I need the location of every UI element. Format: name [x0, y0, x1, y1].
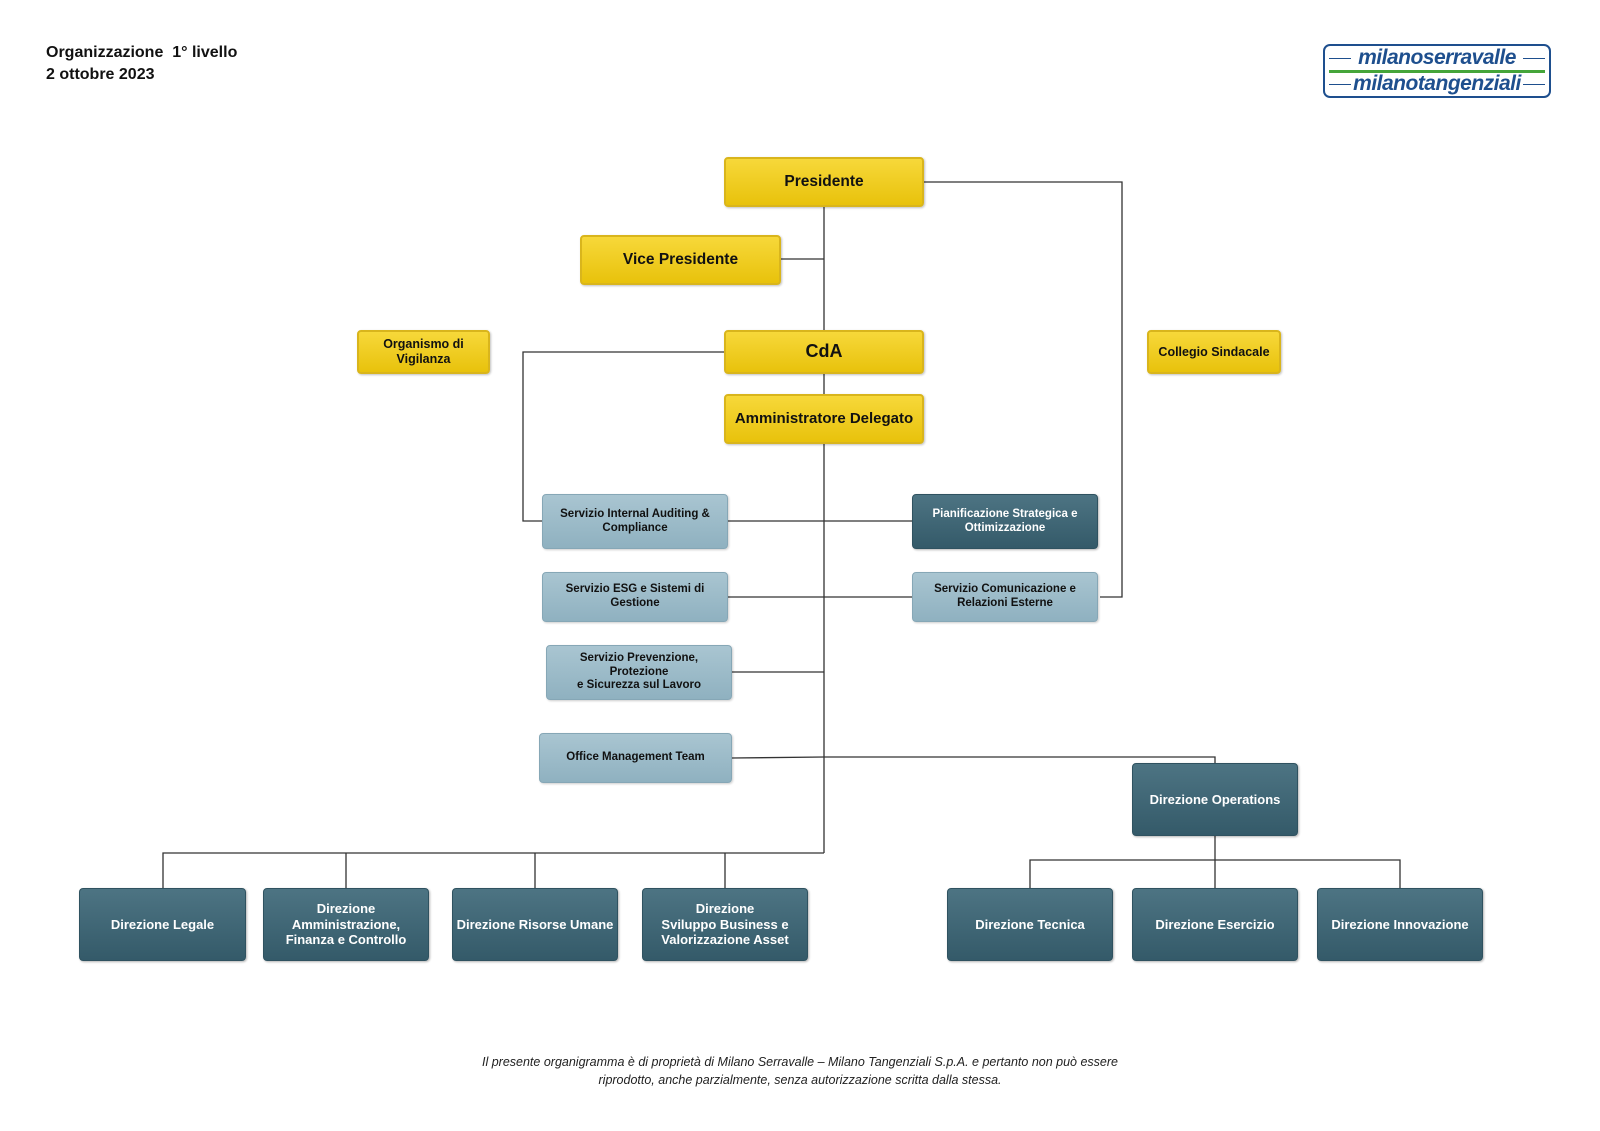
node-direzione-legale[interactable]: Direzione Legale — [79, 888, 246, 961]
node-organismo-vigilanza[interactable]: Organismo di Vigilanza — [357, 330, 490, 374]
logo-rule — [1329, 58, 1351, 59]
node-prevenzione-line-1: Servizio Prevenzione, Protezione — [579, 651, 699, 678]
node-servizio-prevenzione[interactable]: Servizio Prevenzione, Protezione e Sicur… — [546, 645, 732, 700]
logo-rule — [1523, 58, 1545, 59]
logo-rule — [1523, 84, 1545, 85]
node-internal-auditing[interactable]: Servizio Internal Auditing & Compliance — [542, 494, 728, 549]
node-direzione-tecnica-label: Direzione Tecnica — [975, 916, 1085, 932]
copyright-line-1: Il presente organigramma è di proprietà … — [481, 1055, 1119, 1069]
node-direzione-tecnica[interactable]: Direzione Tecnica — [947, 888, 1113, 961]
node-direzione-esercizio-label: Direzione Esercizio — [1155, 916, 1275, 932]
node-servizio-comunicazione[interactable]: Servizio Comunicazione e Relazioni Ester… — [912, 572, 1098, 622]
logo-rule — [1329, 84, 1351, 85]
node-organismo-vigilanza-line-2: Vigilanza — [396, 352, 451, 366]
node-collegio-sindacale-label: Collegio Sindacale — [1158, 344, 1270, 359]
chart-title: Organizzazione 1° livello 2 ottobre 2023 — [46, 42, 237, 86]
connector-operations-children — [1029, 859, 1401, 888]
node-direzione-sviluppo-line-3: Valorizzazione Asset — [661, 932, 789, 948]
node-servizio-esg-line-1: Servizio ESG e Sistemi di — [565, 583, 705, 596]
node-direzione-amministrazione[interactable]: Direzione Amministrazione, Finanza e Con… — [263, 888, 429, 961]
node-direzione-operations[interactable]: Direzione Operations — [1132, 763, 1298, 836]
node-cda-label: CdA — [805, 341, 843, 362]
company-logo: milanoserravalle milanotangenziali — [1323, 44, 1551, 98]
logo-text-line-1: milanoserravalle — [1358, 46, 1516, 69]
node-pianificazione-line-2: Ottimizzazione — [964, 521, 1046, 534]
connector-presidente-right — [924, 181, 1123, 598]
node-direzione-amministrazione-line-1: Direzione — [316, 901, 376, 917]
node-pianificazione-line-1: Pianificazione Strategica e — [932, 507, 1078, 520]
node-direzione-sviluppo[interactable]: Direzione Sviluppo Business e Valorizzaz… — [642, 888, 808, 961]
node-presidente-label: Presidente — [784, 172, 864, 190]
copyright-line-2: riprodotto, anche parzialmente, senza au… — [598, 1073, 1002, 1087]
node-direzione-innovazione-label: Direzione Innovazione — [1331, 916, 1469, 932]
node-servizio-esg-line-2: Gestione — [610, 597, 660, 609]
node-vice-presidente-label: Vice Presidente — [622, 250, 739, 268]
node-direzione-legale-label: Direzione Legale — [110, 916, 215, 932]
node-direzione-sviluppo-line-1: Direzione — [695, 901, 755, 917]
node-office-management-team[interactable]: Office Management Team — [539, 733, 732, 783]
logo-green-stripe — [1329, 70, 1545, 73]
copyright-notice: Il presente organigramma è di proprietà … — [0, 1053, 1600, 1089]
node-direzione-innovazione[interactable]: Direzione Innovazione — [1317, 888, 1483, 961]
node-direzione-amministrazione-line-2: Amministrazione, — [291, 916, 401, 932]
node-pianificazione-strategica[interactable]: Pianificazione Strategica e Ottimizzazio… — [912, 494, 1098, 549]
logo-text-line-2: milanotangenziali — [1353, 72, 1521, 95]
connector-operations — [731, 756, 1216, 763]
node-amministratore-delegato[interactable]: Amministratore Delegato — [724, 394, 924, 444]
chart-date: 2 ottobre 2023 — [46, 66, 155, 83]
node-comunicazione-line-2: Relazioni Esterne — [957, 597, 1053, 609]
node-internal-auditing-line-2: Compliance — [602, 521, 668, 534]
node-direzione-risorse-umane[interactable]: Direzione Risorse Umane — [452, 888, 618, 961]
node-direzione-esercizio[interactable]: Direzione Esercizio — [1132, 888, 1298, 961]
node-organismo-vigilanza-line-1: Organismo di — [383, 337, 464, 351]
node-internal-auditing-line-1: Servizio Internal Auditing & — [560, 507, 710, 520]
chart-title-line-1: Organizzazione 1° livello — [46, 44, 238, 61]
node-direzione-operations-label: Direzione Operations — [1149, 791, 1281, 807]
connector-cda-left — [522, 351, 724, 522]
node-vice-presidente[interactable]: Vice Presidente — [580, 235, 781, 285]
node-comunicazione-line-1: Servizio Comunicazione e — [934, 583, 1076, 596]
node-direzione-amministrazione-line-3: Finanza e Controllo — [285, 932, 407, 948]
node-direzione-sviluppo-line-2: Sviluppo Business e — [661, 916, 789, 932]
node-prevenzione-line-2: e Sicurezza sul Lavoro — [577, 679, 701, 692]
node-servizio-esg[interactable]: Servizio ESG e Sistemi di Gestione — [542, 572, 728, 622]
node-direzione-risorse-umane-label: Direzione Risorse Umane — [456, 916, 614, 932]
node-collegio-sindacale[interactable]: Collegio Sindacale — [1147, 330, 1281, 374]
connector-legale — [162, 852, 824, 888]
node-cda[interactable]: CdA — [724, 330, 924, 374]
node-amministratore-delegato-label: Amministratore Delegato — [734, 410, 914, 427]
node-presidente[interactable]: Presidente — [724, 157, 924, 207]
node-office-management-label: Office Management Team — [566, 751, 705, 764]
